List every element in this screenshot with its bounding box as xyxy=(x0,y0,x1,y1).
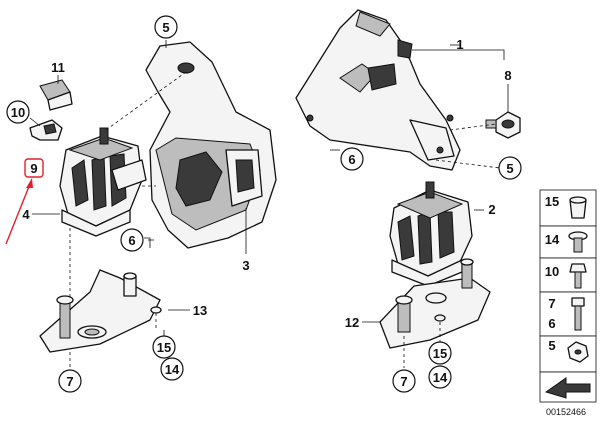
direction-arrow-icon xyxy=(544,377,591,399)
highlight-arrowhead xyxy=(26,178,33,188)
part-12-bracket-right xyxy=(379,258,491,349)
engine-mount-right xyxy=(389,181,473,287)
svg-text:5: 5 xyxy=(506,161,513,176)
callout-2: 2 xyxy=(488,202,495,217)
part-13-bracket-left xyxy=(39,269,162,353)
svg-text:5: 5 xyxy=(162,20,169,35)
part-11-pad xyxy=(39,79,73,111)
svg-text:6: 6 xyxy=(348,152,355,167)
callout-4: 4 xyxy=(22,207,30,222)
svg-text:15: 15 xyxy=(157,340,171,355)
callout-15-left: 15 xyxy=(152,335,176,359)
callout-10: 10 xyxy=(6,100,30,124)
svg-text:14: 14 xyxy=(433,370,448,385)
hex-nut-icon xyxy=(567,341,589,363)
callout-6-right: 6 xyxy=(340,147,364,171)
diagram-id: 00152466 xyxy=(546,407,586,417)
washer-bolt-icon xyxy=(568,231,588,253)
engine-mount-left xyxy=(59,127,147,237)
callout-11: 11 xyxy=(51,60,65,75)
callout-8: 8 xyxy=(504,68,511,83)
callout-15-right: 15 xyxy=(428,341,452,365)
callout-7-right: 7 xyxy=(392,369,416,393)
svg-text:15: 15 xyxy=(433,346,447,361)
stud-bolt-icon xyxy=(571,297,585,331)
svg-text:10: 10 xyxy=(11,105,25,120)
callout-5-top: 5 xyxy=(154,15,178,39)
hex-bolt-icon xyxy=(569,263,587,289)
part-3-bracket xyxy=(145,41,277,249)
part-1-bracket xyxy=(295,9,461,171)
legend-label-14: 14 xyxy=(545,232,560,247)
part-8-bolt xyxy=(485,111,521,139)
svg-text:14: 14 xyxy=(165,362,180,377)
legend-label-6: 6 xyxy=(548,316,555,331)
highlight-arrow xyxy=(5,183,31,245)
callout-14-left: 14 xyxy=(160,357,184,381)
callout-13: 13 xyxy=(193,303,207,318)
callout-6-left: 6 xyxy=(120,228,144,252)
legend-label-15: 15 xyxy=(545,194,559,209)
callout-5-right: 5 xyxy=(498,156,522,180)
svg-text:6: 6 xyxy=(128,233,135,248)
legend-label-10: 10 xyxy=(545,264,559,279)
svg-text:7: 7 xyxy=(66,374,73,389)
part-10-bracket xyxy=(29,119,63,141)
callout-3: 3 xyxy=(242,258,249,273)
callout-12: 12 xyxy=(345,315,359,330)
legend-label-7: 7 xyxy=(548,296,555,311)
callout-7-left: 7 xyxy=(58,369,82,393)
callout-1: 1 xyxy=(456,37,463,52)
fastener-legend xyxy=(539,189,597,403)
legend-label-5: 5 xyxy=(548,338,555,353)
callout-9: 9 xyxy=(30,161,37,176)
callout-14-right: 14 xyxy=(428,365,452,389)
highlight-box xyxy=(24,158,44,178)
svg-text:7: 7 xyxy=(400,374,407,389)
